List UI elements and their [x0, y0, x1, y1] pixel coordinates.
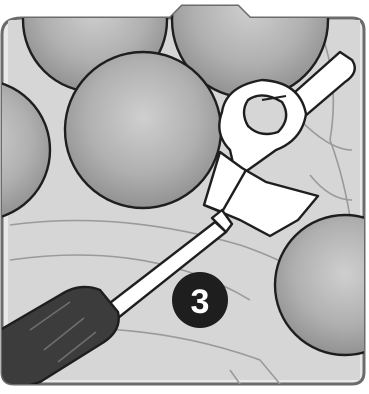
step-number: 3 — [191, 283, 210, 321]
step-badge: 3 — [172, 272, 228, 328]
ball — [65, 52, 221, 208]
